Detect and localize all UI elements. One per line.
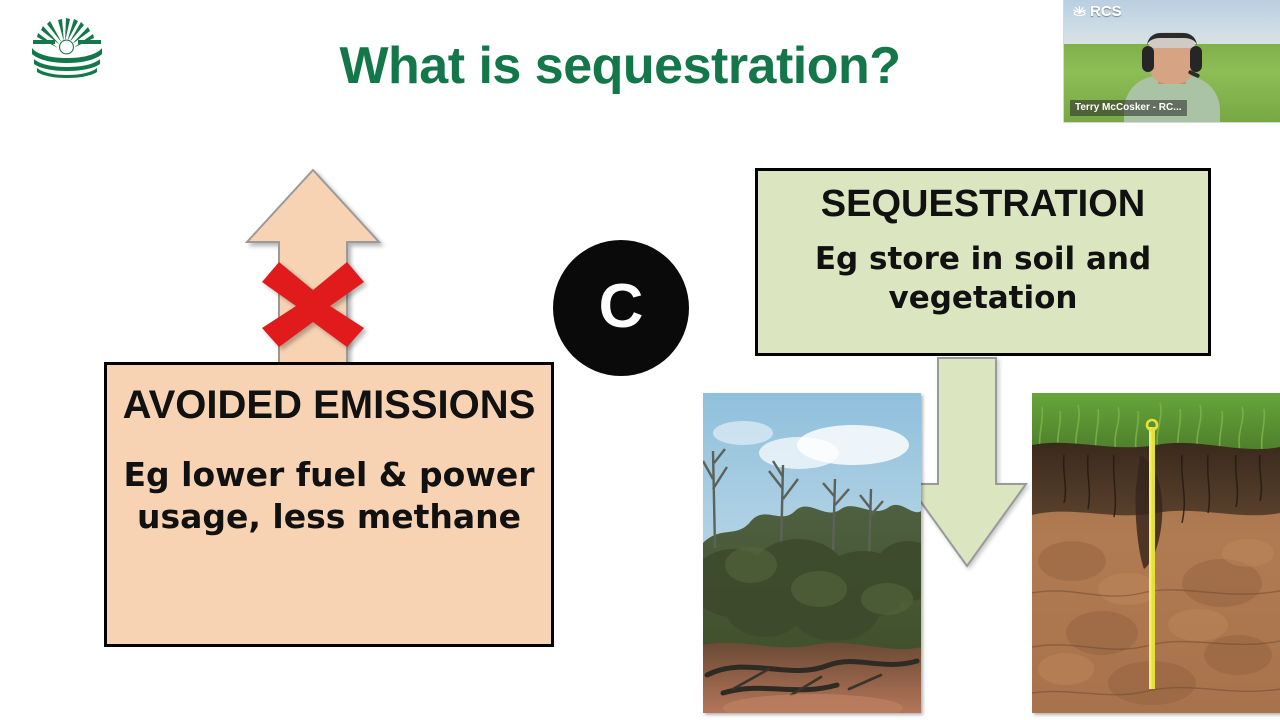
bushland-vegetation-photo [703, 393, 921, 713]
rcs-brand-label: RCS [1090, 3, 1122, 20]
sequestration-down-arrow [906, 356, 1028, 568]
avoided-emissions-box: AVOIDED EMISSIONS Eg lower fuel & power … [104, 362, 554, 647]
carbon-node: C [553, 240, 689, 376]
sequestration-box: SEQUESTRATION Eg store in soil and veget… [755, 168, 1211, 356]
red-cross-blocked-icon [262, 262, 364, 347]
video-participant-figure [1124, 32, 1220, 122]
video-participant-tile[interactable]: RCS Terry McCosker - RC... [1063, 0, 1280, 123]
soil-profile-pit-photo [1032, 393, 1280, 713]
rcs-brand-logo: RCS [1072, 3, 1122, 20]
page-title: What is sequestration? [339, 37, 901, 95]
avoided-emissions-body: Eg lower fuel & power usage, less methan… [123, 454, 535, 537]
carbon-label: C [598, 272, 644, 341]
organisation-logo [28, 18, 106, 80]
avoided-emissions-heading: AVOIDED EMISSIONS [122, 383, 536, 427]
video-participant-name: Terry McCosker - RC... [1070, 100, 1187, 116]
sequestration-heading: SEQUESTRATION [820, 183, 1146, 225]
sunburst-icon [1072, 5, 1087, 19]
sequestration-body: Eg store in soil and vegetation [814, 240, 1152, 317]
